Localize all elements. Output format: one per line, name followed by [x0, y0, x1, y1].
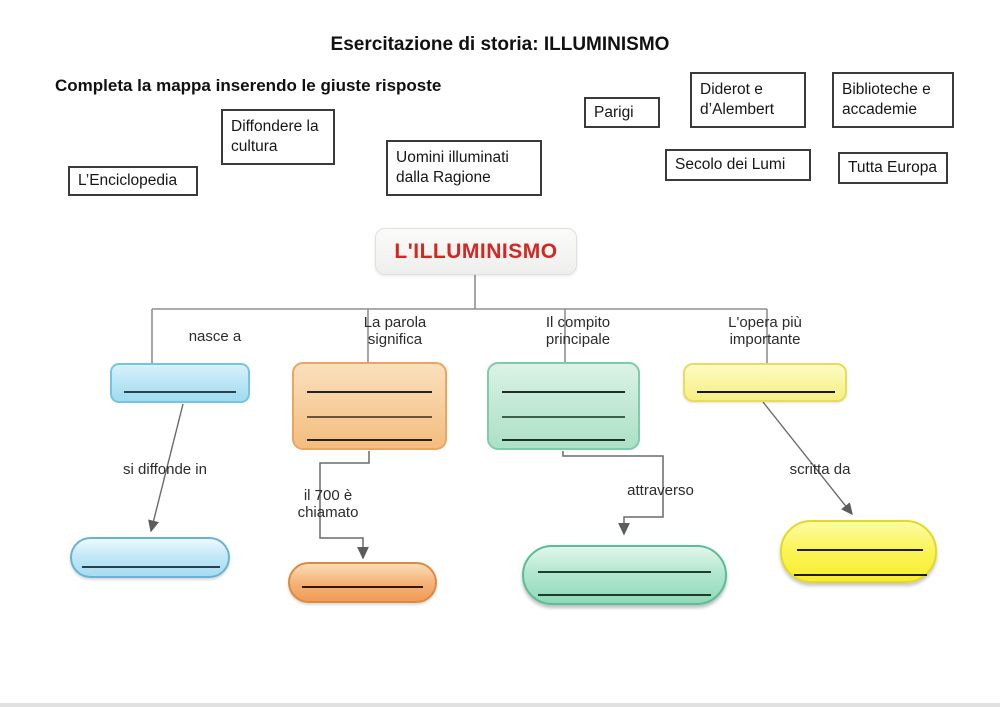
answer-line — [502, 416, 625, 418]
answer-pill-il-700[interactable] — [288, 562, 437, 603]
word-bank-item-parigi: Parigi — [584, 97, 660, 128]
answer-line — [307, 391, 432, 393]
answer-line — [302, 586, 423, 588]
tree-branch-lines — [151, 273, 768, 364]
word-bank-item-tutta-europa: Tutta Europa — [838, 152, 948, 184]
scan-edge-artifact — [0, 703, 1000, 707]
answer-pill-scritta-da[interactable] — [780, 520, 937, 583]
sub-label-scritta-da: scritta da — [789, 461, 851, 478]
arrow-scritta-da — [762, 401, 853, 516]
answer-line — [502, 439, 625, 441]
word-bank-item-biblioteche: Biblioteche e accademie — [832, 72, 954, 128]
answer-line — [797, 549, 923, 551]
word-bank-item-uomini: Uomini illuminati dalla Ragione — [386, 140, 542, 196]
answer-pill-attraverso[interactable] — [522, 545, 727, 605]
answer-line — [794, 574, 927, 576]
answer-line — [82, 566, 220, 568]
answer-pill-si-diffonde-in[interactable] — [70, 537, 230, 578]
word-bank-item-enciclopedia: L’Enciclopedia — [68, 166, 198, 196]
instruction-text: Completa la mappa inserendo le giuste ri… — [55, 76, 442, 95]
answer-line — [538, 594, 711, 596]
branch-label-nasce-a: nasce a — [188, 328, 242, 345]
answer-box-compito-principale[interactable] — [487, 362, 640, 450]
answer-line — [124, 391, 236, 393]
answer-line — [502, 391, 625, 393]
answer-line — [307, 439, 432, 441]
answer-line — [538, 571, 711, 573]
word-bank-item-diffondere: Diffondere la cultura — [221, 109, 335, 165]
branch-label-opera-piu-importante: L'opera più importante — [728, 314, 802, 349]
page-title: Esercitazione di storia: ILLUMINISMO — [330, 34, 670, 55]
sub-label-il-700-e-chiamato: il 700 è chiamato — [297, 487, 359, 522]
sub-label-si-diffonde-in: si diffonde in — [123, 461, 207, 478]
sub-label-attraverso: attraverso — [627, 482, 694, 499]
answer-line — [697, 390, 835, 393]
word-bank-item-diderot: Diderot e d’Alembert — [690, 72, 806, 128]
branch-label-il-compito-principale: Il compito principale — [545, 314, 611, 349]
answer-box-nasce-a[interactable] — [110, 363, 250, 403]
answer-box-parola-significa[interactable] — [292, 362, 447, 450]
answer-box-opera-importante[interactable] — [683, 363, 847, 402]
branch-label-la-parola-significa: La parola significa — [363, 314, 427, 349]
root-node-illuminismo: L'ILLUMINISMO — [375, 228, 577, 275]
word-bank-item-secolo: Secolo dei Lumi — [665, 149, 811, 181]
answer-line — [307, 416, 432, 418]
